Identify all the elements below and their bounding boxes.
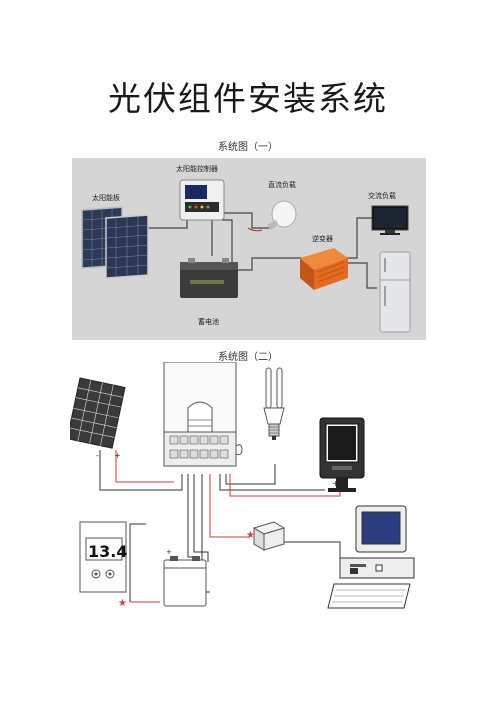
figure1-caption: 系统图（一）	[218, 142, 278, 153]
tv-icon	[371, 205, 409, 235]
inverter-icon	[300, 248, 348, 290]
figure2-caption: 系统图（二）	[218, 352, 278, 363]
neg-sign-bat: -	[200, 548, 203, 556]
refrigerator-icon	[379, 251, 411, 333]
pos-sign-tv: +	[332, 479, 339, 488]
system-diagram-2: - +	[66, 361, 430, 624]
solar-panel-icon	[66, 377, 126, 449]
charge-controller-icon	[163, 361, 243, 467]
cfl-bulb-icon	[263, 367, 285, 440]
tv-icon	[319, 417, 365, 492]
label-dc-load: 直流负载	[268, 180, 296, 189]
system-diagram-1: 太阳能板 太阳能控制器 直流负载 蓄电池	[72, 158, 426, 340]
solar-controller-icon	[179, 179, 225, 221]
label-ac-load: 交流负载	[368, 191, 396, 200]
pos-sign-1: +	[114, 451, 121, 460]
label-battery: 蓄电池	[198, 317, 219, 326]
star-marker: ★	[118, 598, 127, 609]
page-title: 光伏组件安装系统	[108, 79, 388, 118]
pos-sign-bat: +	[166, 548, 172, 556]
inverter-icon	[252, 521, 286, 551]
star-marker: ★	[246, 530, 255, 541]
battery-icon	[163, 556, 207, 607]
solar-panel-icon	[81, 206, 149, 279]
neg-sign-1: -	[96, 451, 99, 460]
diagram2-wires	[99, 450, 350, 603]
label-solar-panel: 太阳能板	[92, 193, 120, 202]
lcd-meter-icon	[79, 521, 127, 593]
dc-load-bulb-icon	[247, 200, 297, 232]
lcd-reading: 13.4	[88, 542, 127, 561]
label-controller: 太阳能控制器	[176, 164, 218, 173]
label-inverter: 逆变器	[312, 234, 333, 243]
computer-icon	[327, 505, 415, 609]
battery-icon	[180, 258, 238, 298]
